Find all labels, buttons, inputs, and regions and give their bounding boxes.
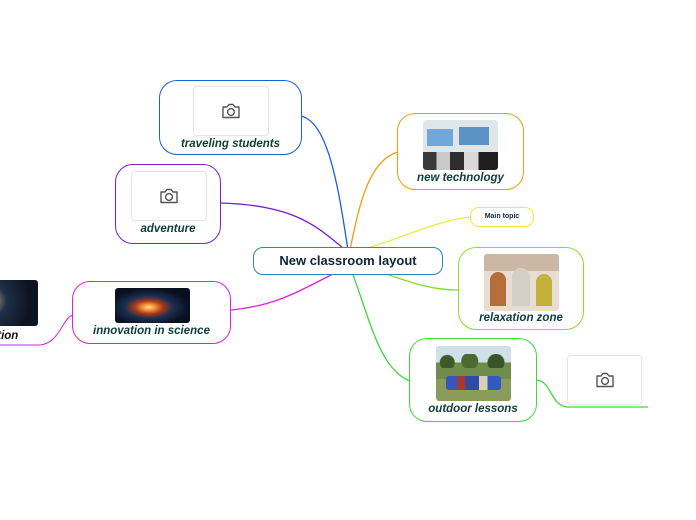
camera-icon [595,372,614,388]
space-photo [0,280,38,326]
link-new-technology [349,151,399,251]
link-main-topic [359,216,471,251]
node-label: innovation in science [93,325,210,337]
node-label: olution [0,330,19,342]
screen-right [459,127,489,145]
camera-icon [160,188,178,204]
node-traveling-students[interactable]: traveling students [159,80,302,155]
pod-2 [512,268,530,306]
screen-left [427,129,453,146]
link-outdoor-child [536,379,648,408]
node-relaxation-zone[interactable]: relaxation zone [458,247,584,330]
link-traveling-students [299,115,349,251]
node-label: traveling students [180,138,281,150]
outdoor-class-photo [436,346,511,401]
camera-icon [222,103,240,119]
node-label: new technology [417,172,504,184]
tree-line [436,354,511,368]
node-label: relaxation zone [479,312,563,324]
node-label: outdoor lessons [428,403,518,415]
link-outdoor-lessons [351,271,411,382]
node-outdoor-lessons[interactable]: outdoor lessons [409,338,537,422]
students-group [446,376,501,390]
node-adventure[interactable]: adventure [115,164,221,244]
brain-photo [115,288,190,323]
image-placeholder [193,86,269,136]
main-topic-node[interactable]: Main topic [470,207,534,227]
node-label: adventure [140,223,196,235]
link-solution [0,314,74,346]
outdoor-child-image[interactable] [567,355,642,405]
node-solution[interactable]: olution [0,276,44,346]
classroom-screens-photo [423,120,498,170]
lounge-pods-photo [484,254,559,311]
link-innovation [230,267,346,311]
pod-3 [536,274,552,306]
node-new-technology[interactable]: new technology [397,113,524,190]
pod-1 [490,272,506,306]
node-innovation-in-science[interactable]: innovation in science [72,281,231,344]
link-adventure [219,202,349,253]
students-silhouettes [423,152,498,170]
central-topic[interactable]: New classroom layout [253,247,443,275]
image-placeholder [131,171,207,221]
